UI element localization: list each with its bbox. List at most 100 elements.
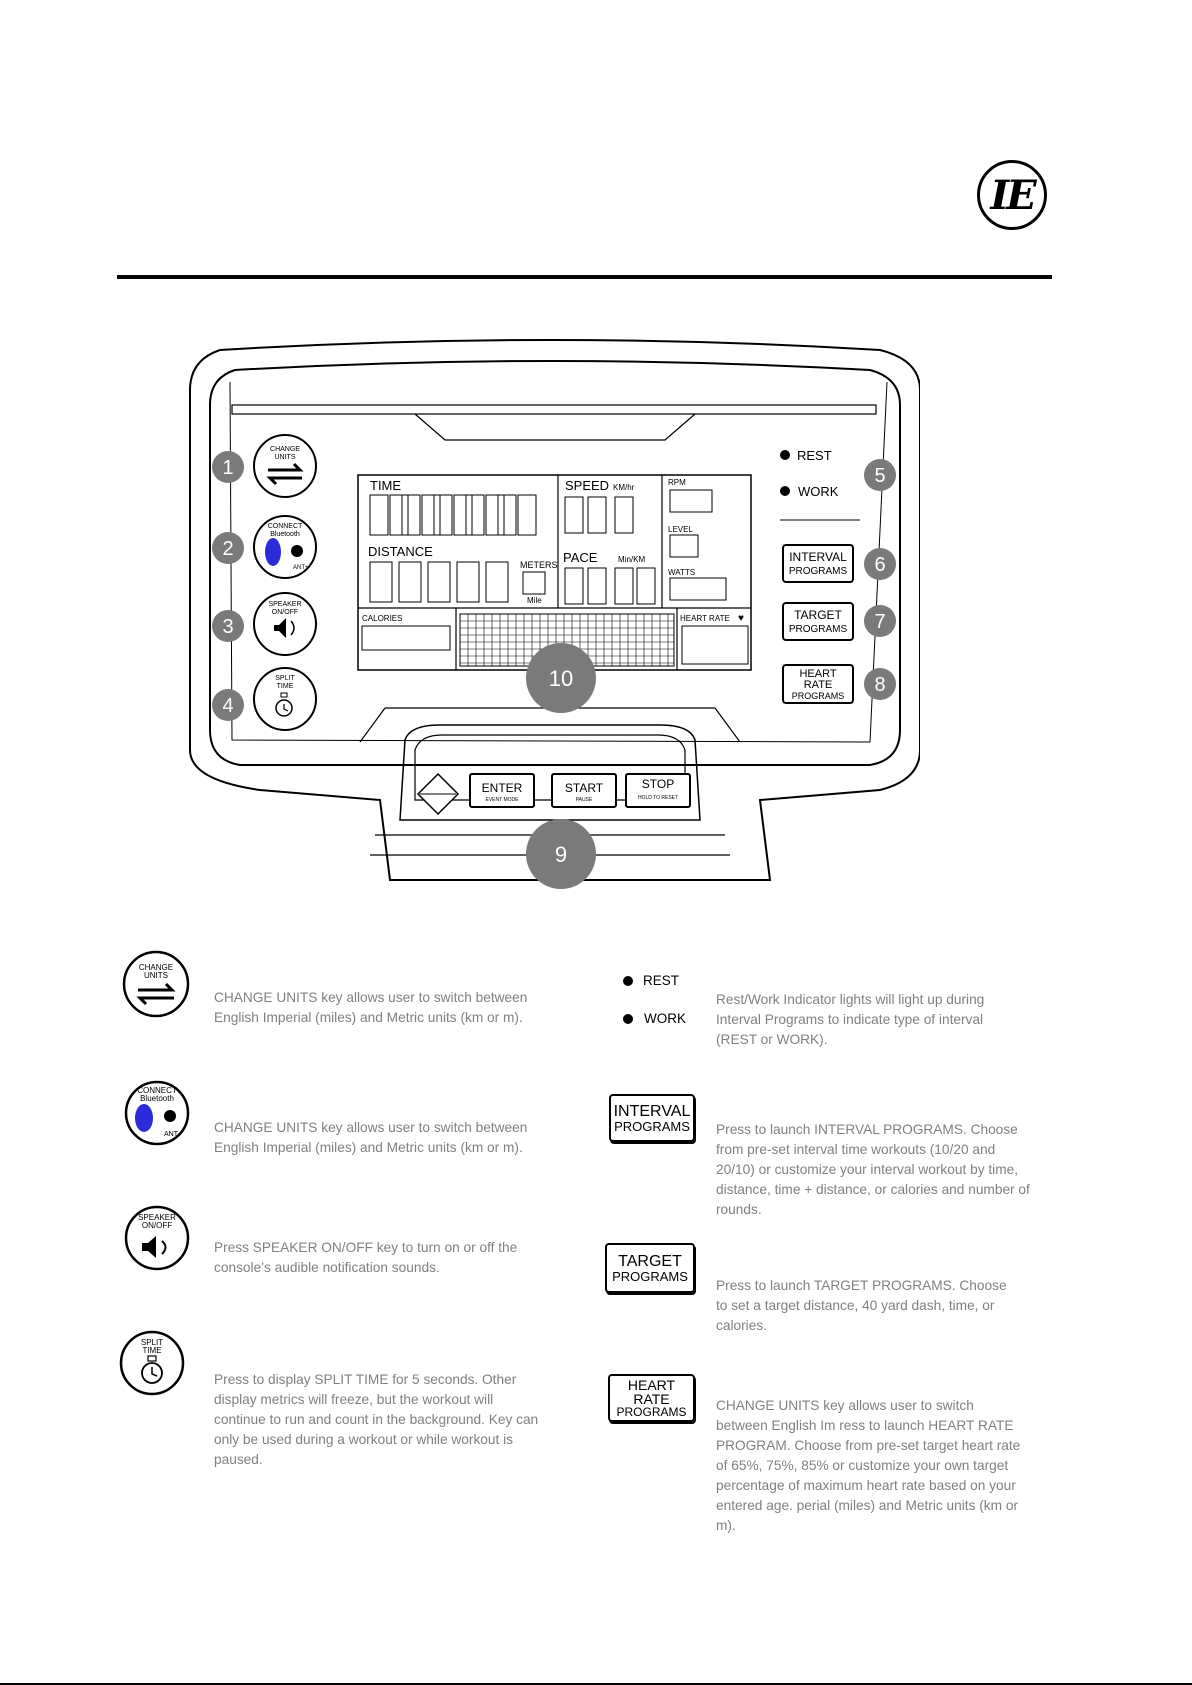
speaker-icon: SPEAKER ON/OFF [124,1205,190,1271]
target-programs-key: TARGET PROGRAMS [605,1243,695,1293]
level-arrows-key[interactable] [416,772,460,816]
svg-text:RATE: RATE [804,679,833,691]
connect-bluetooth-key[interactable]: CONNECT Bluetooth ANT+ [253,515,317,579]
svg-text:3: 3 [222,616,233,638]
start-key[interactable]: START PAUSE [551,773,617,808]
rest-work-description: Rest/Work Indicator lights will light up… [716,992,985,1047]
svg-text:1: 1 [222,457,233,479]
console-diagram: TIME DISTANCE METERS Mile SPEED KM/hr PA… [189,339,920,889]
callout-9: 9 [526,819,596,889]
callout-7: 7 [864,605,896,637]
svg-text:STOP: STOP [642,777,674,791]
svg-text:ON/OFF: ON/OFF [272,609,298,616]
svg-text:UNITS: UNITS [144,971,168,980]
svg-text:PAUSE: PAUSE [576,797,593,803]
svg-text:HEART: HEART [799,668,836,680]
rest-label: REST [643,973,680,988]
bluetooth-icon [265,538,281,566]
watts-label: WATTS [668,568,695,577]
work-label: WORK [644,1011,686,1026]
svg-text:PROGRAMS: PROGRAMS [789,566,848,577]
svg-text:TIME: TIME [277,683,294,690]
speed-unit: KM/hr [613,483,635,492]
speaker-icon [274,618,286,638]
svg-text:INTERVAL: INTERVAL [789,550,847,564]
heart-line-2: RATE [633,1391,670,1407]
brand-logo: IE [977,160,1047,230]
svg-text:8: 8 [874,674,885,696]
stop-key[interactable]: STOP HOLD TO RESET [625,773,691,808]
svg-text:PROGRAMS: PROGRAMS [789,624,848,635]
callout-2: 2 [212,532,244,564]
callout-6: 6 [864,548,896,580]
svg-text:SPEAKER: SPEAKER [268,601,301,608]
svg-text:ANT+: ANT+ [164,1131,182,1138]
lcd-display: TIME DISTANCE METERS Mile SPEED KM/hr PA… [357,474,752,671]
svg-text:CHANGE: CHANGE [139,963,173,972]
work-indicator: WORK [780,484,839,499]
pace-label: PACE [563,550,598,565]
rest-indicator: REST [780,448,832,463]
svg-text:7: 7 [874,611,885,633]
svg-text:TARGET: TARGET [794,608,842,622]
svg-text:Bluetooth: Bluetooth [140,1094,174,1103]
svg-text:Bluetooth: Bluetooth [270,531,300,538]
svg-text:START: START [565,781,604,795]
callouts: 1 2 3 4 5 6 7 8 9 10 [212,451,896,889]
split-time-icon: SPLIT TIME [119,1330,185,1396]
svg-text:WORK: WORK [798,484,839,499]
callout-8: 8 [864,668,896,700]
svg-text:2: 2 [222,538,233,560]
svg-text:ENTER: ENTER [482,781,523,795]
mile-label: Mile [527,596,542,605]
change-units-key[interactable]: CHANGE UNITS [253,434,317,498]
header-rule [117,275,1052,279]
callout-4: 4 [212,689,244,721]
svg-text:EVENT MODE: EVENT MODE [486,797,520,803]
svg-text:UNITS: UNITS [275,454,296,461]
target-programs-key[interactable]: TARGET PROGRAMS [782,602,854,641]
svg-text:5: 5 [874,465,885,487]
split-time-key[interactable]: SPLIT TIME [253,667,317,731]
svg-text:PROGRAMS: PROGRAMS [792,691,845,701]
interval-line-2: PROGRAMS [614,1118,690,1134]
time-label: TIME [370,478,401,493]
distance-label: DISTANCE [368,544,433,559]
calories-label: CALORIES [362,614,402,623]
svg-text:REST: REST [797,448,832,463]
svg-text:TIME: TIME [142,1346,161,1355]
change-units-icon: CHANGE UNITS [122,950,190,1018]
change-units-description: CHANGE UNITS key allows user to switch b… [214,990,528,1025]
svg-text:9: 9 [555,842,567,867]
meters-label: METERS [520,560,558,570]
svg-text:4: 4 [222,695,233,717]
rpm-label: RPM [668,478,686,487]
svg-text:6: 6 [874,554,885,576]
target-line-2: PROGRAMS [612,1268,688,1284]
interval-line-1: INTERVAL [613,1102,691,1120]
interval-programs-key[interactable]: INTERVAL PROGRAMS [782,544,854,583]
level-label: LEVEL [668,525,693,534]
work-dot [623,1014,633,1024]
stopwatch-icon [275,699,293,717]
heart-line-3: PROGRAMS [616,1405,687,1419]
connect-bluetooth-description: CHANGE UNITS key allows user to switch b… [214,1120,528,1155]
heart-rate-programs-description: CHANGE UNITS key allows user to switch b… [716,1398,1021,1533]
speaker-description: Press SPEAKER ON/OFF key to turn on or o… [214,1240,518,1275]
callout-5: 5 [864,459,896,491]
connect-bluetooth-icon: CONNECT Bluetooth ANT+ [124,1080,190,1146]
speaker-key[interactable]: SPEAKER ON/OFF [253,592,317,656]
pace-unit: Min/KM [618,555,645,564]
logo-text: IE [990,171,1036,219]
target-programs-description: Press to launch TARGET PROGRAMS. Choose … [716,1278,1007,1333]
svg-text:CONNECT: CONNECT [137,1086,177,1095]
svg-text:10: 10 [549,666,573,691]
ant-icon [291,545,303,557]
heart-rate-label: HEART RATE [680,614,730,623]
heart-rate-programs-key[interactable]: HEART RATE PROGRAMS [782,664,854,704]
interval-programs-description: Press to launch INTERVAL PROGRAMS. Choos… [716,1122,1030,1217]
rest-dot [623,976,633,986]
enter-key[interactable]: ENTER EVENT MODE [469,773,535,808]
svg-text:HOLD TO RESET: HOLD TO RESET [638,795,678,801]
svg-text:SPLIT: SPLIT [141,1338,163,1347]
